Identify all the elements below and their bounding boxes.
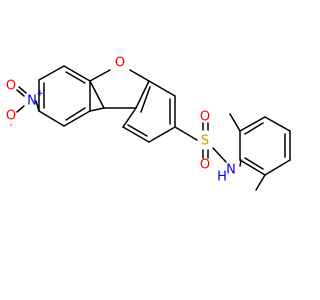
bond [239,159,266,176]
bond [264,159,291,176]
bond [38,65,65,81]
amide-hydrogen-label: H [217,170,227,185]
bond [122,126,150,143]
bond [63,110,91,127]
bond [122,107,137,128]
bond [65,71,86,84]
bond [89,80,105,109]
bond [89,107,105,112]
bond [244,122,264,135]
bond [148,126,176,143]
bond [140,86,151,113]
bond [129,69,150,82]
bond [244,157,264,170]
bond [63,65,91,82]
bond [127,124,148,137]
atom-labels: O N + O O - S O O N H [6,56,236,185]
nitro-oxygen-bottom-charge: - [9,120,12,130]
sulfonyl-oxygen-bottom-label: O [200,158,210,173]
sulfur-label: S [201,134,209,149]
ring-oxygen-label: O [115,56,125,71]
nitro-nitrogen-charge: + [36,89,44,99]
nitro-oxygen-top-label: O [6,79,16,94]
bond [16,105,25,113]
bond [38,110,65,127]
bond [229,113,241,132]
bond-skeleton [35,65,291,191]
sulfonyl-oxygen-top-label: O [200,110,210,125]
bond [255,174,266,191]
bond [18,86,27,94]
bond [239,116,266,132]
bond [212,147,227,163]
bond [135,80,150,109]
bond [264,116,291,132]
molecule-structure-diagram: O N + O O - S O O N H [6,56,291,191]
bond [65,107,86,121]
bond [35,100,40,112]
bond [16,89,25,97]
bond [89,69,111,82]
nitro-nitrogen-label: N [27,94,37,109]
bond [174,126,198,141]
bond [148,80,176,97]
nitro-bonds [16,86,27,113]
amide-nitrogen-label: N [226,163,236,178]
nitro-oxygen-bottom-label: O [6,109,16,124]
